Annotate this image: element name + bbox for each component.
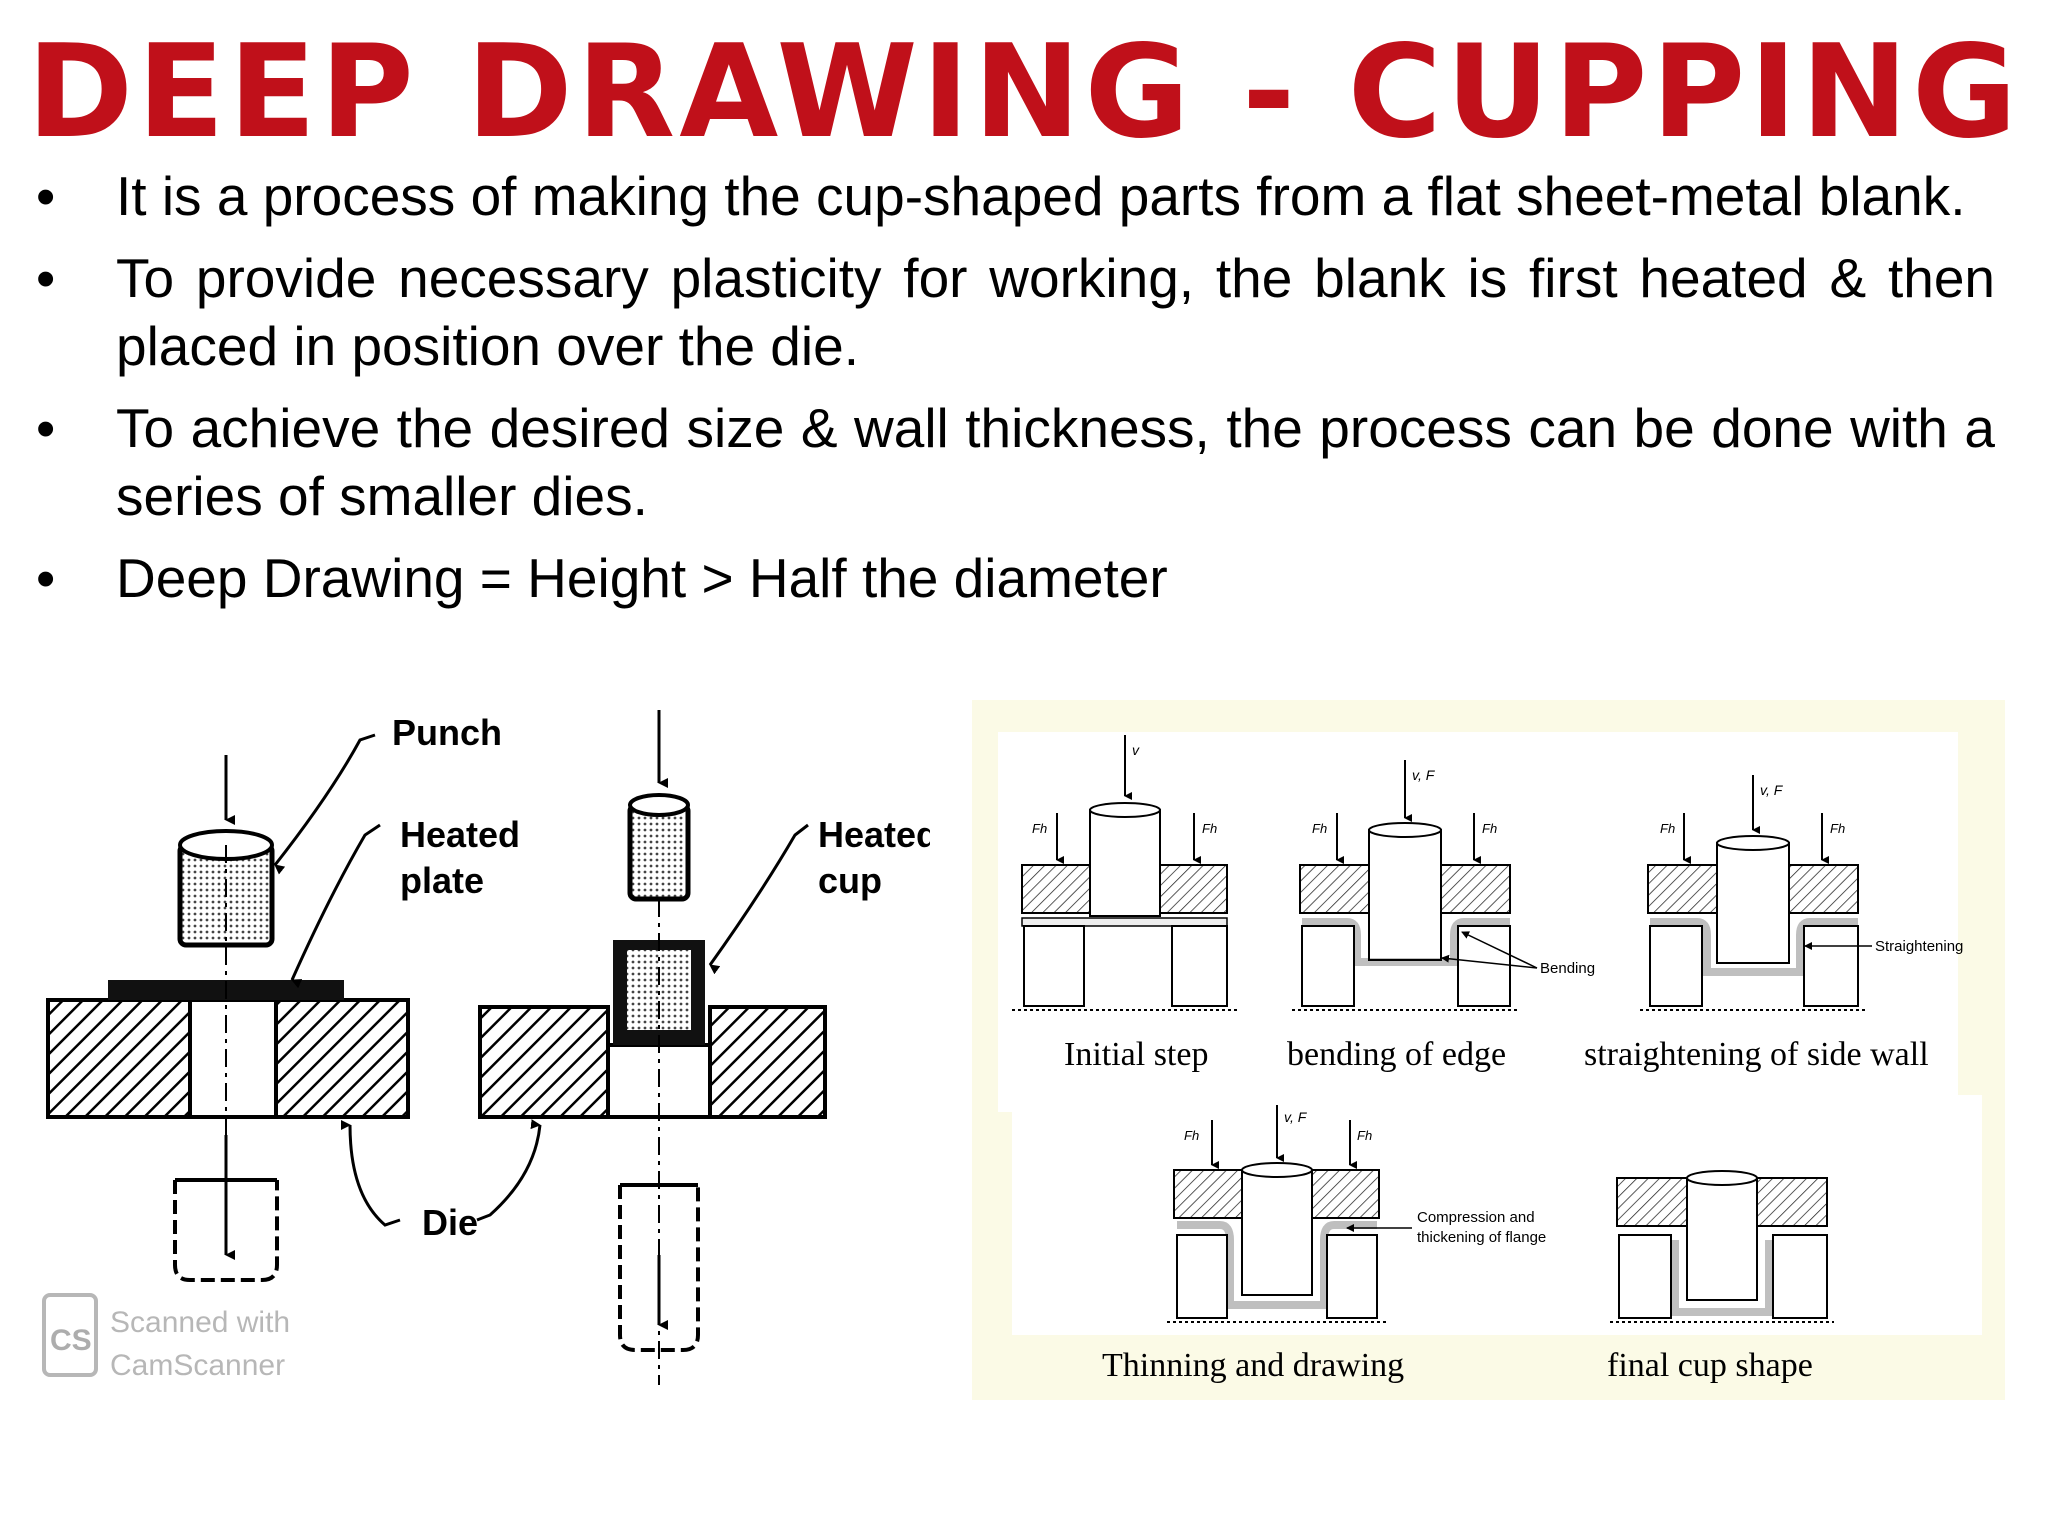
bullet-item: • It is a process of making the cup-shape… [30, 162, 1995, 230]
caption-final-cup: final cup shape [1607, 1347, 1813, 1384]
stage-bending: v, F Fh Fh Bending [1292, 760, 1595, 1011]
caption-bending-of-edge: bending of edge [1287, 1036, 1506, 1073]
die-leader-2 [476, 1119, 542, 1222]
force-label-vf: v, F [1412, 767, 1436, 783]
heated-plate-label-2: plate [400, 860, 484, 901]
watermark-line-2: CamScanner [110, 1349, 285, 1382]
bullet-dot: • [36, 397, 56, 459]
force-label-fh: Fh [1032, 821, 1047, 836]
bullet-text: To provide necessary plasticity for work… [116, 247, 1995, 377]
die-leader-1 [340, 1120, 401, 1227]
force-label-fh: Fh [1660, 821, 1675, 836]
punch-leader [273, 733, 376, 875]
bullet-text: To achieve the desired size & wall thick… [116, 397, 1995, 527]
bullet-list: • It is a process of making the cup-shape… [30, 162, 1995, 626]
heated-plate-leader [290, 823, 381, 989]
camscanner-logo: CS [50, 1324, 92, 1357]
bullet-text: It is a process of making the cup-shaped… [116, 165, 1966, 227]
force-label-fh: Fh [1482, 821, 1497, 836]
stage-initial: v Fh Fh [1012, 735, 1237, 1011]
bending-annotation: Bending [1540, 960, 1595, 977]
cupping-sketch-figure: Punch Heated plate Heated cup Die CS Sca… [42, 710, 930, 1385]
force-label-v: v [1132, 742, 1140, 758]
heated-plate-label-1: Heated [400, 814, 520, 855]
force-label-fh: Fh [1830, 821, 1845, 836]
punch-label: Punch [392, 712, 502, 753]
stage-straightening: v, F Fh Fh Straightening [1640, 775, 1963, 1011]
bullet-dot: • [36, 165, 56, 227]
bullet-dot: • [36, 547, 56, 609]
punch-right [627, 710, 691, 902]
force-label-fh: Fh [1184, 1128, 1199, 1143]
heated-cup-label-2: cup [818, 860, 882, 901]
slide-title: DEEP DRAWING - CUPPING [26, 18, 2022, 167]
compression-annotation-2: thickening of flange [1417, 1229, 1546, 1246]
caption-initial-step: Initial step [1064, 1036, 1208, 1073]
bullet-item: • To provide necessary plasticity for wor… [30, 244, 1995, 380]
bullet-item: • To achieve the desired size & wall thic… [30, 394, 1995, 530]
camscanner-watermark: CS Scanned with CamScanner [42, 1293, 290, 1382]
bullet-text: Deep Drawing = Height > Half the diamete… [116, 547, 1168, 609]
force-label-fh: Fh [1357, 1128, 1372, 1143]
watermark-line-1: Scanned with [110, 1306, 290, 1339]
deep-drawing-stages-figure: v Fh Fh Initial step v, F Fh Fh Bending … [972, 700, 2005, 1400]
straightening-annotation: Straightening [1875, 938, 1963, 955]
die-label: Die [422, 1202, 478, 1243]
cup-outline-left [173, 1180, 279, 1282]
bullet-item: • Deep Drawing = Height > Half the diamet… [30, 544, 1995, 612]
heated-cup-leader [708, 823, 809, 975]
bullet-dot: • [36, 247, 56, 309]
force-label-fh: Fh [1202, 821, 1217, 836]
force-label-vf: v, F [1284, 1109, 1308, 1125]
cup-outline-right [618, 1185, 700, 1352]
caption-straightening: straightening of side wall [1584, 1036, 1929, 1073]
compression-annotation-1: Compression and [1417, 1209, 1535, 1226]
stage-thinning: v, F Fh Fh Compression and thickening of… [1167, 1105, 1546, 1323]
force-label-fh: Fh [1312, 821, 1327, 836]
caption-thinning: Thinning and drawing [1102, 1347, 1404, 1384]
force-label-vf: v, F [1760, 782, 1784, 798]
die-left [46, 998, 410, 1119]
stage-final [1610, 1170, 1834, 1323]
heated-cup-label-1: Heated [818, 814, 930, 855]
